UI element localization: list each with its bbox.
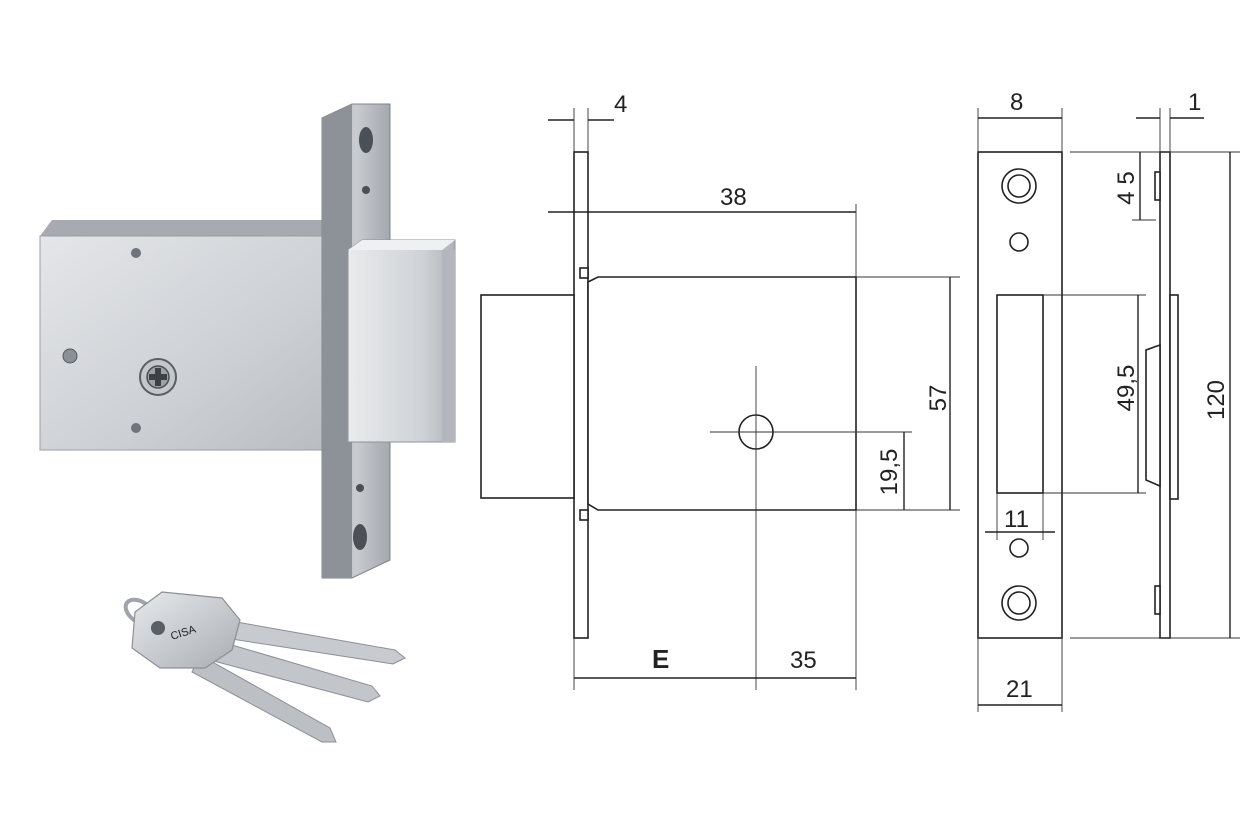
dim-label-1: 1 xyxy=(1188,89,1201,116)
screw-hole-icon xyxy=(1009,232,1029,252)
faceplate-side xyxy=(322,104,352,578)
dim-label-19-5: 19,5 xyxy=(876,449,903,496)
profile-bolt-edge xyxy=(1145,343,1161,488)
dim-label-35: 35 xyxy=(790,647,817,674)
faceplate-hole-icon xyxy=(353,524,367,550)
dim-label-57: 57 xyxy=(925,385,952,412)
faceplate-hole-icon xyxy=(356,484,364,492)
deadbolt-side xyxy=(442,250,455,442)
dim-label-38: 38 xyxy=(720,184,747,211)
key-blade xyxy=(191,654,337,743)
faceplate-hole-icon xyxy=(362,186,370,194)
lock-case-top xyxy=(40,220,330,236)
screw-icon xyxy=(131,248,141,258)
profile-view-drawing: 1 4 5 49,5 120 xyxy=(1043,89,1240,639)
profile-tab xyxy=(1154,585,1161,615)
side-case xyxy=(587,276,857,511)
deadbolt-top xyxy=(348,240,455,250)
profile-plate xyxy=(1159,151,1171,639)
side-tab xyxy=(579,509,589,521)
dim-label-E: E xyxy=(652,644,669,674)
lock-case xyxy=(39,235,331,451)
cylinder-hub-icon xyxy=(139,358,177,396)
key-hole-icon xyxy=(151,621,165,635)
dim-label-4-5: 4 5 xyxy=(1113,171,1140,204)
key-head xyxy=(131,591,241,669)
screw-hole-icon xyxy=(1007,591,1031,615)
side-bolt xyxy=(480,294,575,499)
bolt-slot xyxy=(996,294,1044,494)
dim-label-21: 21 xyxy=(1006,676,1033,703)
front-view-drawing: 8 11 21 xyxy=(977,89,1063,712)
dim-label-49-5: 49,5 xyxy=(1113,365,1140,412)
keys-illustration: CISA xyxy=(123,591,406,743)
screw-icon xyxy=(131,423,141,433)
faceplate-hole-icon xyxy=(359,127,373,153)
side-faceplate xyxy=(573,151,589,639)
side-tab xyxy=(579,267,589,279)
dim-label-11: 11 xyxy=(1004,506,1029,533)
lock-illustration xyxy=(39,103,456,579)
dim-label-4: 4 xyxy=(614,91,627,118)
profile-tab xyxy=(1154,171,1161,201)
dim-label-120: 120 xyxy=(1203,380,1230,420)
profile-bolt xyxy=(1169,294,1179,500)
screw-hole-icon xyxy=(1009,538,1029,558)
side-view-drawing: 4 38 57 19,5 E 35 xyxy=(480,91,960,690)
screw-icon xyxy=(62,348,78,364)
screw-hole-icon xyxy=(1007,174,1031,198)
dim-label-8: 8 xyxy=(1010,89,1023,116)
deadbolt xyxy=(347,239,456,443)
